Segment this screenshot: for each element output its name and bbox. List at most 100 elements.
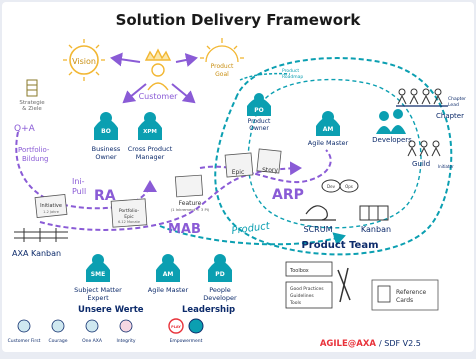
one-axa-icon [85, 319, 99, 333]
feature-sub-label: (1 Inkrement = 3 PI) [171, 207, 210, 212]
strategie-label-2: & Ziele [22, 106, 42, 112]
toolbox-line-0: Good Practices [290, 286, 324, 292]
portfolio-bildung-label: Portfolio- [18, 146, 50, 154]
customer-label: Customer [139, 92, 179, 101]
guild-label: Guild [412, 160, 430, 168]
leadership-heading: Leadership [182, 305, 235, 315]
toolbox-label: Toolbox [289, 268, 309, 274]
page-title: Solution Delivery Framework [116, 11, 362, 29]
reference-cards-icon [371, 279, 439, 311]
xpm-badge: XPM [143, 129, 157, 135]
agile-master-bottom-icon [156, 254, 180, 282]
vision-label: Vision [72, 57, 96, 66]
subject-matter-expert-icon [86, 254, 110, 282]
ra-label: RA [94, 188, 116, 204]
chapter-label: Chapter [436, 112, 464, 120]
reference-label-2: Cards [396, 297, 413, 304]
footer-version: / SDF V2.5 [379, 339, 421, 348]
sme-label-2: Expert [87, 294, 109, 302]
footer-brand: AGILE@AXA [320, 339, 377, 349]
customer-first-icon [17, 319, 31, 333]
kanban-label: Kanban [361, 225, 391, 234]
guild-people-icon [407, 140, 441, 157]
toolbox-line-2: Tools [289, 300, 302, 306]
pd-label: People [209, 286, 231, 294]
po-badge: PO [254, 107, 264, 114]
inipull-label-2: Pull [72, 187, 86, 196]
inipull-label: Ini- [72, 177, 85, 186]
guild-initiator-label: Initiator [438, 164, 454, 169]
portfolio-bildung-label-2: Bildung [22, 155, 48, 163]
kanban-board-icon [359, 205, 389, 221]
building-icon [26, 79, 38, 97]
portfolio-loop [15, 131, 157, 210]
story-card-icon [256, 148, 282, 174]
mab-label: MAB [168, 222, 201, 237]
developers-icon [376, 109, 406, 134]
axa-kanban-label: AXA Kanban [12, 249, 61, 258]
portfolio-epic-card-icon [110, 198, 148, 228]
roadmap-arrow [239, 72, 291, 81]
product-loop [214, 57, 453, 256]
po-label-2: Owner [249, 125, 269, 132]
product-label: Product [231, 221, 272, 237]
pd-badge: PD [215, 271, 224, 278]
integrity-icon [119, 319, 133, 333]
werte-item-2: One AXA [82, 338, 103, 344]
am-top-badge: AM [323, 126, 334, 133]
initiative-document-icon [34, 194, 68, 218]
scrum-cycle-icon [300, 205, 336, 221]
portfolio-epic-label-2: Epic [124, 214, 134, 220]
product-roadmap-label-2: Roadmap [282, 74, 303, 80]
arp-loop [199, 149, 332, 184]
reference-label: Reference [396, 289, 427, 296]
bo-label-2: Owner [95, 153, 117, 161]
product-goal-sun-icon [200, 38, 244, 63]
werte-item-1: Courage [49, 338, 68, 344]
po-label: Product [248, 118, 271, 125]
courage-icon [51, 319, 65, 333]
axa-kanban-board-icon [14, 228, 68, 242]
epic-label: Epic [232, 169, 245, 176]
developers-label: Developers [372, 136, 412, 144]
product-team-label: Product Team [301, 240, 378, 251]
toolbox-line-1: Guidelines [290, 293, 314, 299]
portfolio-epic-label: Portfolio- [119, 208, 140, 214]
feature-card-icon [174, 174, 204, 198]
cross-product-manager-icon [138, 112, 162, 140]
am-bottom-label: Agile Master [148, 286, 189, 294]
leadership-caption: Empowerment [170, 338, 203, 344]
agile-master-icon [316, 111, 340, 136]
bo-label: Business [92, 145, 121, 153]
product-roadmap-label: Product [282, 68, 299, 74]
product-goal-label: Product [211, 63, 234, 70]
vision-sun-icon [63, 39, 105, 81]
xpm-label: Cross Product [128, 145, 173, 153]
qa-label: Q+A [14, 124, 36, 134]
epic-card-icon [224, 152, 254, 178]
leadership-badge-text: PLAY [171, 325, 181, 329]
am-bottom-badge: AM [163, 271, 174, 278]
product-arrow [159, 225, 346, 246]
initiative-label: Initiative [40, 203, 62, 209]
dev-label: Dev [327, 184, 336, 189]
story-label: Story [262, 167, 278, 174]
product-goal-label-2: Goal [215, 71, 229, 78]
toolbox-icon [285, 261, 351, 309]
card-background [2, 2, 474, 352]
feature-label: Feature [179, 200, 202, 207]
strategie-label: Strategie [19, 100, 45, 106]
xpm-label-2: Manager [136, 153, 165, 161]
people-developer-icon [208, 254, 232, 282]
pd-label-2: Developer [203, 294, 237, 302]
werte-item-3: Integrity [116, 338, 135, 344]
werte-item-0: Customer First [8, 338, 41, 344]
chapter-people-icon [397, 88, 443, 105]
sme-label: Subject Matter [74, 286, 122, 294]
scrum-label: SCRUM [304, 225, 333, 234]
chapter-lead-label-2: Lead [448, 102, 459, 108]
am-top-label: Agile Master [308, 139, 349, 147]
chapter-lead-label: Chapter [448, 96, 466, 102]
